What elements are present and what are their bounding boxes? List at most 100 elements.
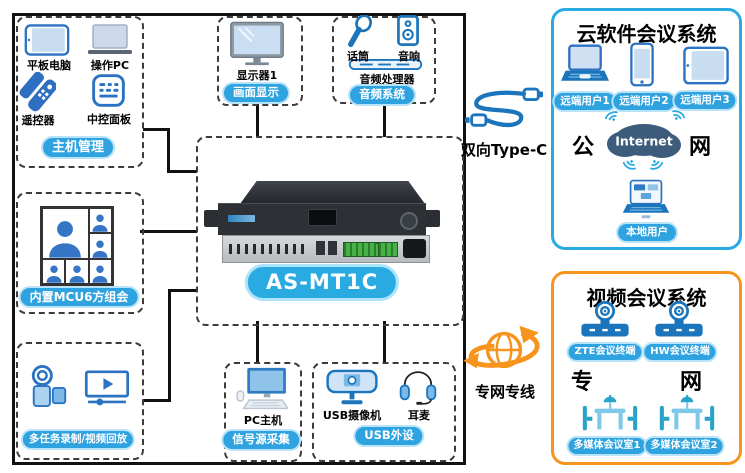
mcu-participant <box>65 258 89 284</box>
microphone-icon <box>348 15 373 48</box>
rear-terminal-block-2 <box>376 242 378 244</box>
device-display <box>308 209 337 226</box>
tablet-label: 平板电脑 <box>27 59 71 72</box>
video-conference-panel: 视频会议系统 ZTE会议终端 HW会议终端 专 网 <box>551 271 742 465</box>
remote-tablet-icon <box>683 46 729 85</box>
connector-line <box>168 289 171 402</box>
badge-local-user: 本地用户 <box>616 222 678 243</box>
device-front-panel <box>218 203 426 235</box>
group-display <box>217 16 303 106</box>
connector-line <box>143 128 170 131</box>
control-panel-label: 中控面板 <box>87 113 131 126</box>
audio-processor-icon <box>348 59 423 70</box>
badge-signal: 信号源采集 <box>221 429 301 451</box>
monitor-label: 显示器1 <box>236 69 278 82</box>
rear-jacks <box>229 244 309 254</box>
leased-line-icon <box>463 325 540 369</box>
usb-camera-icon <box>326 369 378 405</box>
device-top-face <box>240 181 425 204</box>
badge-room-1: 多媒体会议室1 <box>566 436 648 456</box>
rear-terminal-block-3 <box>378 242 398 257</box>
mcu-participant <box>88 208 112 234</box>
operator-pc-label: 操作PC <box>90 59 130 72</box>
group-mcu <box>16 192 144 314</box>
device-rear-panel <box>222 235 430 263</box>
group-record <box>16 342 144 460</box>
mcu-participant <box>88 258 112 284</box>
wifi-icon <box>622 160 636 170</box>
wan-right-char: 网 <box>688 135 712 160</box>
badge-display: 画面显示 <box>222 82 290 104</box>
mcu-participant-large <box>42 208 89 259</box>
connector-line <box>168 289 197 292</box>
internet-label: Internet <box>615 133 673 149</box>
cloud-conference-panel: 云软件会议系统 远端用户1 远端用户2 远端用户3 公 Internet <box>551 8 742 250</box>
connector-line <box>140 230 197 233</box>
connector-line <box>383 99 386 137</box>
remote-phone-icon <box>630 42 654 87</box>
mcu-layout-grid <box>40 206 114 286</box>
control-panel-icon <box>92 74 125 107</box>
badge-remote-user-3: 远端用户3 <box>672 90 738 111</box>
laptop-icon <box>88 24 132 54</box>
connector-line <box>167 128 170 173</box>
connector-line <box>256 101 259 137</box>
speaker-label: 音响 <box>398 50 420 63</box>
rack-ear-left <box>204 210 221 227</box>
device-knob <box>400 212 418 230</box>
badge-room-2: 多媒体会议室2 <box>643 436 725 456</box>
net-right-char: 网 <box>679 370 703 395</box>
internet-cloud: Internet <box>606 124 682 158</box>
group-device <box>196 136 464 326</box>
badge-remote-user-2: 远端用户2 <box>611 91 677 112</box>
main-system-frame <box>12 13 466 465</box>
device-logo <box>228 215 255 222</box>
badge-record: 多任务录制/视频回放 <box>20 429 136 450</box>
badge-usb: USB外设 <box>353 425 425 447</box>
connector-line <box>383 321 386 363</box>
typec-cable-icon <box>464 87 544 128</box>
rear-usb-ports <box>316 241 325 255</box>
group-host-management <box>16 16 144 168</box>
meeting-room-icon <box>582 394 638 431</box>
wifi-icon <box>672 110 686 120</box>
camcorder-icon <box>31 365 67 408</box>
cloud-panel-title: 云软件会议系统 <box>576 22 717 46</box>
rear-usb-ports <box>328 241 337 255</box>
desktop-pc-icon <box>236 367 288 410</box>
remote-control-label: 遥控器 <box>21 114 55 127</box>
audio-processor-label: 音频处理器 <box>359 73 415 86</box>
pc-host-label: PC主机 <box>243 414 283 427</box>
remote-laptop-icon <box>561 44 609 81</box>
typec-link-label: 双向Type-C <box>460 141 548 159</box>
local-laptop-icon <box>622 179 670 219</box>
badge-remote-user-1: 远端用户1 <box>552 91 618 112</box>
group-usb <box>312 362 456 462</box>
connector-line <box>167 170 197 173</box>
microphone-label: 话筒 <box>347 50 369 63</box>
net-left-char: 专 <box>570 370 594 395</box>
connector-line <box>256 321 259 363</box>
mcu-participant <box>88 233 112 259</box>
remote-control-icon <box>19 72 56 112</box>
group-signal <box>224 362 302 462</box>
monitor-icon <box>230 21 284 66</box>
meeting-room-icon <box>659 394 715 431</box>
conference-terminal-icon <box>581 301 629 337</box>
rack-ear-right <box>423 210 440 227</box>
badge-host-management: 主机管理 <box>40 136 116 159</box>
mcu-participant <box>42 258 66 284</box>
badge-mcu: 内置MCU6方组会 <box>18 286 140 308</box>
video-playback-icon <box>84 370 130 406</box>
conference-terminal-icon <box>655 301 703 337</box>
badge-terminal-zte: ZTE会议终端 <box>566 342 644 362</box>
usb-camera-label: USB摄像机 <box>322 409 382 422</box>
connector-line <box>143 399 171 402</box>
speaker-icon <box>397 15 419 46</box>
headset-label: 耳麦 <box>408 409 430 422</box>
wan-left-char: 公 <box>571 135 595 160</box>
badge-audio: 音频系统 <box>348 84 416 106</box>
tablet-icon <box>24 24 70 56</box>
rear-power-inlet <box>403 239 426 258</box>
